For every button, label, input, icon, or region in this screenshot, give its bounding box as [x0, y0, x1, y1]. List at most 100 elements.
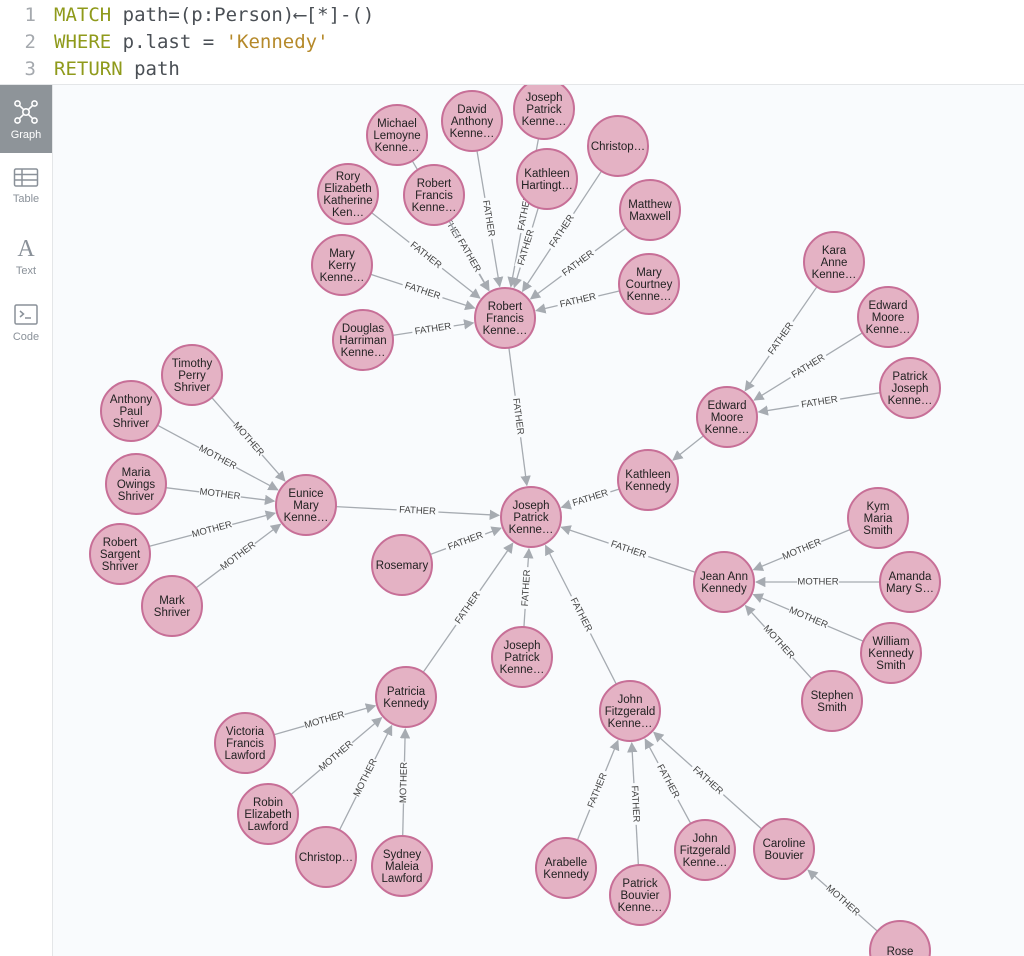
- relationship-edge[interactable]: FATHER: [519, 547, 534, 628]
- node-circle[interactable]: [366, 104, 428, 166]
- node-circle[interactable]: [617, 449, 679, 511]
- node-circle[interactable]: [371, 534, 433, 596]
- person-node[interactable]: DavidAnthonyKenne…: [441, 90, 503, 152]
- relationship-edge[interactable]: FATHER: [392, 319, 475, 339]
- person-node[interactable]: Christop…: [587, 115, 649, 177]
- node-circle[interactable]: [491, 626, 553, 688]
- relationship-edge[interactable]: MOTHER: [157, 424, 279, 491]
- person-node[interactable]: JosephPatrickKenne…: [513, 85, 575, 140]
- relationship-edge[interactable]: FATHER: [429, 526, 502, 556]
- edge-line[interactable]: [672, 435, 704, 461]
- node-circle[interactable]: [441, 90, 503, 152]
- node-circle[interactable]: [696, 386, 758, 448]
- node-circle[interactable]: [869, 920, 931, 956]
- person-node[interactable]: JosephPatrickKenne…: [491, 626, 553, 688]
- node-circle[interactable]: [857, 286, 919, 348]
- person-node[interactable]: MaryKerryKenne…: [311, 234, 373, 296]
- relationship-edge[interactable]: FATHER: [335, 503, 501, 520]
- person-node[interactable]: Rose: [869, 920, 931, 956]
- person-node[interactable]: EuniceMaryKenne…: [275, 474, 337, 536]
- relationship-edge[interactable]: FATHER: [508, 347, 531, 487]
- node-circle[interactable]: [474, 287, 536, 349]
- node-circle[interactable]: [879, 357, 941, 419]
- node-circle[interactable]: [332, 309, 394, 371]
- person-node[interactable]: EdwardMooreKenne…: [857, 286, 919, 348]
- node-circle[interactable]: [619, 179, 681, 241]
- node-circle[interactable]: [311, 234, 373, 296]
- person-node[interactable]: JosephPatrickKenne…: [500, 486, 562, 548]
- node-circle[interactable]: [693, 551, 755, 613]
- node-circle[interactable]: [513, 85, 575, 140]
- node-circle[interactable]: [161, 344, 223, 406]
- relationship-edge[interactable]: MOTHER: [148, 510, 277, 547]
- relationship-edge[interactable]: FATHER: [627, 741, 643, 866]
- person-node[interactable]: KaraAnneKenne…: [803, 231, 865, 293]
- relationship-edge[interactable]: MOTHER: [752, 528, 851, 571]
- person-node[interactable]: KathleenHartingt…: [516, 148, 578, 210]
- person-node[interactable]: RobertFrancisKenne…: [403, 164, 465, 226]
- code-view-button[interactable]: Code: [0, 289, 52, 357]
- relationship-edge[interactable]: FATHER: [544, 544, 617, 685]
- person-node[interactable]: Christop…: [295, 826, 357, 888]
- relationship-edge[interactable]: FATHER: [644, 738, 692, 824]
- node-circle[interactable]: [860, 622, 922, 684]
- person-node[interactable]: Rosemary: [371, 534, 433, 596]
- node-circle[interactable]: [516, 148, 578, 210]
- person-node[interactable]: DouglasHarrimanKenne…: [332, 309, 394, 371]
- table-view-button[interactable]: Table: [0, 153, 52, 221]
- relationship-edge[interactable]: FATHER: [529, 227, 627, 300]
- node-circle[interactable]: [599, 680, 661, 742]
- node-circle[interactable]: [100, 380, 162, 442]
- relationship-edge[interactable]: FATHER: [560, 486, 620, 511]
- relationship-edge[interactable]: MOTHER: [754, 576, 880, 588]
- node-circle[interactable]: [403, 164, 465, 226]
- node-circle[interactable]: [587, 115, 649, 177]
- node-circle[interactable]: [275, 474, 337, 536]
- node-circle[interactable]: [375, 666, 437, 728]
- node-circle[interactable]: [89, 523, 151, 585]
- relationship-edge[interactable]: MOTHER: [273, 703, 377, 736]
- relationship-edge[interactable]: FATHER: [757, 392, 881, 416]
- relationship-edge[interactable]: FATHER: [448, 220, 490, 292]
- node-circle[interactable]: [141, 575, 203, 637]
- graph-view-button[interactable]: Graph: [0, 85, 52, 153]
- relationship-edge[interactable]: FATHER: [744, 286, 818, 392]
- relationship-edge[interactable]: MOTHER: [165, 485, 276, 506]
- person-node[interactable]: RobertFrancisKenne…: [474, 287, 536, 349]
- relationship-edge[interactable]: FATHER: [560, 525, 696, 574]
- relationship-edge[interactable]: MOTHER: [397, 727, 411, 837]
- person-node[interactable]: JohnFitzgeraldKenne…: [599, 680, 661, 742]
- node-circle[interactable]: [237, 783, 299, 845]
- node-circle[interactable]: [847, 487, 909, 549]
- text-view-button[interactable]: A Text: [0, 221, 52, 289]
- node-circle[interactable]: [609, 864, 671, 926]
- person-node[interactable]: MaryCourtneyKenne…: [618, 253, 680, 315]
- node-circle[interactable]: [618, 253, 680, 315]
- node-circle[interactable]: [214, 712, 276, 774]
- relationship-edge[interactable]: [672, 435, 704, 461]
- node-circle[interactable]: [535, 837, 597, 899]
- graph-svg[interactable]: FATHERFATHERFATHERFATHERFATHERFATHERFATH…: [53, 85, 1024, 956]
- relationship-edge[interactable]: MOTHER: [807, 869, 878, 932]
- relationship-edge[interactable]: FATHER: [535, 290, 620, 314]
- node-circle[interactable]: [879, 551, 941, 613]
- relationship-edge[interactable]: FATHER: [576, 739, 620, 841]
- node-circle[interactable]: [753, 818, 815, 880]
- person-node[interactable]: PatrickJosephKenne…: [879, 357, 941, 419]
- node-circle[interactable]: [803, 231, 865, 293]
